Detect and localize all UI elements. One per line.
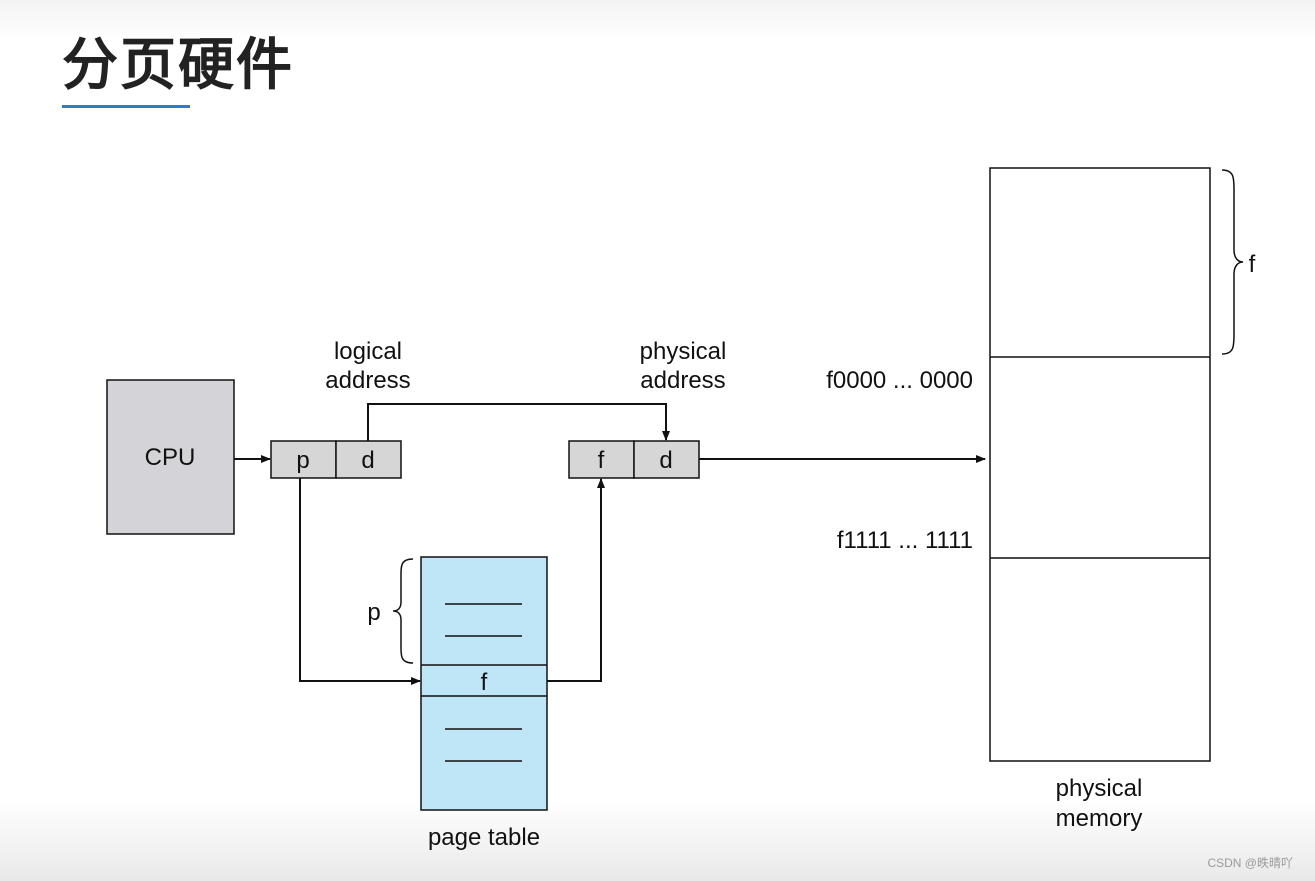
physical-memory (989, 167, 1211, 762)
logical-address-caption-line2: address (325, 367, 410, 394)
physical-memory-caption-line1: physical (1056, 775, 1143, 802)
logical-page-label: p (296, 447, 309, 474)
watermark: CSDN @昳晴吖 (1207, 856, 1293, 870)
logical-address-register: p d (270, 440, 402, 479)
cpu-box: CPU (106, 379, 235, 535)
physical-memory-caption-line2: memory (1056, 805, 1143, 832)
physical-offset-field (633, 440, 700, 479)
physical-frame-label: f (598, 447, 605, 474)
page-title: 分页硬件 (62, 32, 294, 98)
page-table-brace-label: p (367, 599, 380, 626)
logical-address-caption-line1: logical (334, 338, 402, 365)
physical-frame-field (568, 440, 635, 479)
logical-offset-field (335, 440, 402, 479)
page-table-caption: page table (428, 824, 540, 851)
physical-address-caption-line1: physical (640, 338, 727, 365)
frame-end-address: f1111 ... 1111 (837, 527, 973, 554)
page-number-to-table-arrow (299, 478, 421, 685)
physical-address-caption-line2: address (640, 367, 725, 394)
frame-start-address: f0000 ... 0000 (826, 367, 973, 394)
frame-number-to-physical-arrow (547, 478, 605, 682)
cpu-label: CPU (145, 444, 196, 471)
title-underline (62, 105, 190, 108)
page-table-brace (392, 558, 414, 664)
physical-offset-label: d (659, 447, 672, 474)
page-table-entry-label: f (481, 669, 488, 696)
frame-size-brace (1221, 169, 1244, 355)
page-table: f (420, 556, 548, 811)
offset-copy-arrow (367, 403, 670, 441)
physical-address-register: f d (568, 440, 700, 479)
frame-size-brace-label: f (1249, 251, 1256, 278)
logical-offset-label: d (361, 447, 374, 474)
